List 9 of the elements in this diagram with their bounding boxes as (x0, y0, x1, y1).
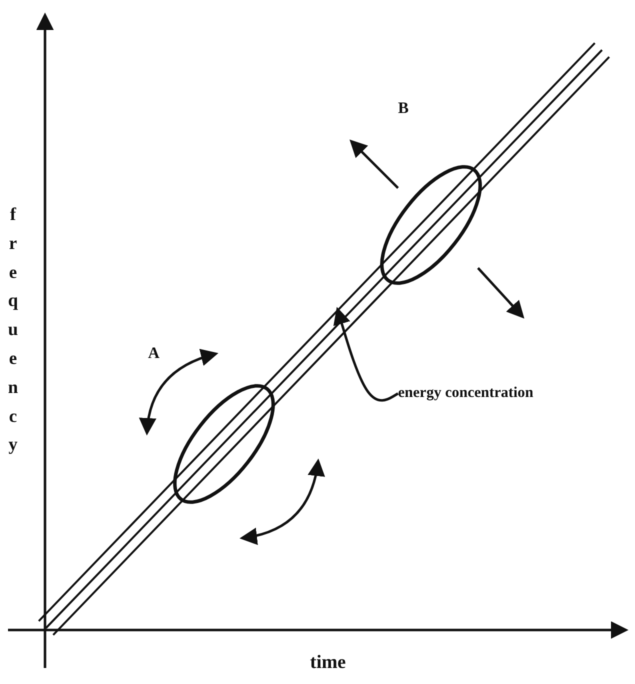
region-label: A (148, 345, 160, 363)
energy-ellipse (380, 165, 482, 285)
energy-ellipse (173, 384, 275, 504)
annotation-text: energy concentration (398, 385, 534, 402)
frequency-band (38, 42, 610, 636)
axis-label: frequency (8, 203, 18, 456)
region-label: B (398, 100, 409, 118)
leader-arrow (333, 306, 399, 402)
axis-label: time (310, 652, 346, 674)
